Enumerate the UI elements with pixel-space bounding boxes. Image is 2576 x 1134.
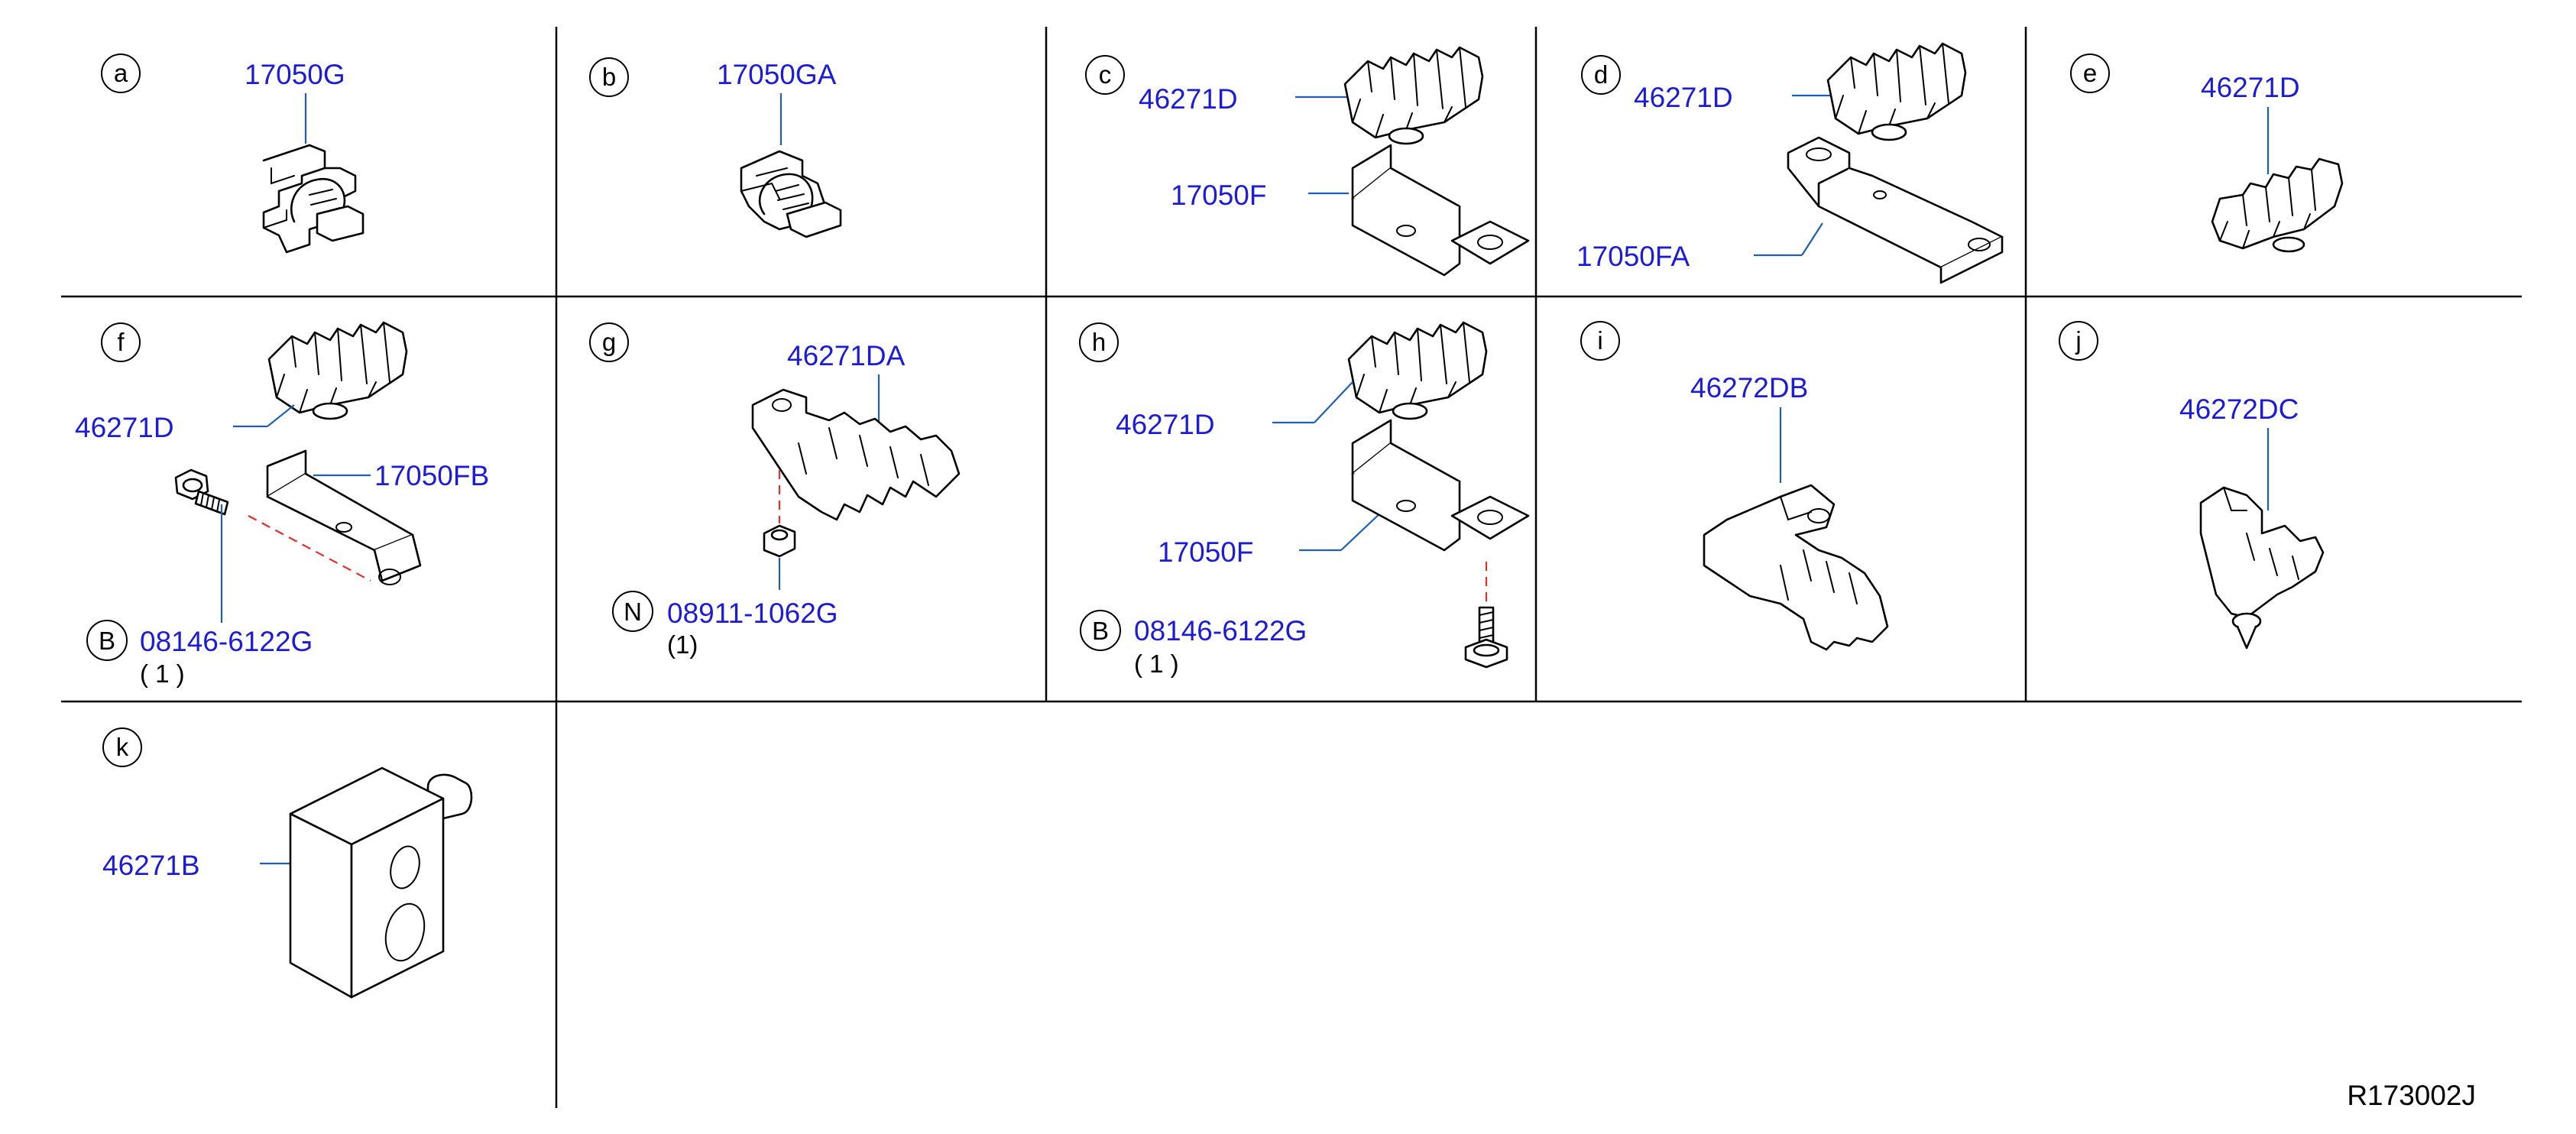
cell-g: g 46271DA N 08911-1062G (1) — [589, 322, 961, 659]
cell-letter-e: e — [2070, 53, 2110, 93]
part-number-17050F-h[interactable]: 17050F — [1158, 536, 1254, 568]
cell-letter-j: j — [2059, 321, 2098, 361]
part-number-46272DC[interactable]: 46272DC — [2179, 394, 2299, 425]
letter-g-text: g — [602, 328, 616, 356]
hose-clamp-46271D-h-icon — [1347, 321, 1488, 420]
letter-h-text: h — [1092, 328, 1106, 356]
part-number-46271D-d[interactable]: 46271D — [1634, 82, 1733, 113]
diagram-reference-code: R173002J — [2347, 1080, 2476, 1111]
part-number-46271D-e[interactable]: 46271D — [2201, 72, 2300, 103]
bracket-17050FA-icon — [1787, 136, 2004, 284]
cell-k: k 46271B — [102, 727, 473, 999]
cell-b: b 17050GA — [589, 57, 842, 238]
cell-letter-f: f — [101, 322, 141, 362]
part-number-08911-1062G[interactable]: 08911-1062G — [667, 598, 838, 629]
clip-17050G-icon — [262, 144, 365, 254]
hose-clamp-46271D-d-icon — [1826, 42, 1967, 141]
part-number-46271DA[interactable]: 46271DA — [787, 340, 906, 371]
nut-08911-1062G-icon — [763, 524, 796, 558]
letter-i-text: i — [1597, 326, 1602, 355]
fastener-symbol-B-f: B — [86, 620, 128, 661]
quantity-f: ( 1 ) — [140, 659, 185, 688]
fastener-symbol-N-g: N — [612, 591, 653, 632]
symbol-N-g-text: N — [624, 598, 642, 626]
letter-d-text: d — [1594, 60, 1608, 89]
cell-d: d 46271D 17050FA — [1576, 42, 2004, 284]
part-number-17050GA[interactable]: 17050GA — [717, 59, 837, 90]
bracket-17050FB-icon — [266, 449, 422, 585]
hose-clamp-46271D-e-icon — [2211, 157, 2344, 253]
clip-17050GA-icon — [740, 150, 842, 238]
hose-clamp-46271DA-icon — [751, 388, 961, 521]
bracket-17050F-h-icon — [1351, 419, 1530, 552]
cell-a: a 17050G — [101, 53, 365, 254]
cell-f: f 46271D 17050FB B — [75, 321, 489, 688]
clamp-46272DC-icon — [2199, 486, 2325, 650]
letter-k-text: k — [116, 733, 129, 761]
quantity-h: ( 1 ) — [1134, 650, 1179, 678]
cell-letter-k: k — [102, 727, 142, 767]
cell-letter-i: i — [1580, 321, 1620, 361]
letter-f-text: f — [117, 328, 125, 356]
cell-letter-a: a — [101, 53, 141, 93]
cell-letter-d: d — [1581, 55, 1621, 95]
cell-e: e 46271D — [2070, 53, 2344, 253]
cell-c: c 46271D 17050F — [1085, 46, 1530, 277]
hose-clamp-46271D-icon — [1343, 46, 1484, 145]
part-number-17050F-c[interactable]: 17050F — [1171, 180, 1267, 211]
symbol-B-f-text: B — [99, 627, 115, 655]
part-number-17050G[interactable]: 17050G — [245, 59, 345, 90]
part-number-46272DB[interactable]: 46272DB — [1690, 372, 1808, 403]
cell-h: h 46271D 17050F — [1079, 321, 1530, 678]
part-number-46271D-h[interactable]: 46271D — [1116, 409, 1215, 440]
bracket-17050F-icon — [1351, 144, 1530, 277]
bolt-08146-6122G-h-icon — [1464, 606, 1508, 669]
part-number-17050FB[interactable]: 17050FB — [374, 460, 489, 491]
symbol-B-h-text: B — [1092, 617, 1109, 645]
cell-letter-h: h — [1079, 322, 1119, 362]
letter-a-text: a — [114, 59, 128, 87]
part-number-08146-6122G-h[interactable]: 08146-6122G — [1134, 615, 1307, 646]
cell-letter-g: g — [589, 322, 629, 362]
cell-j: j 46272DC — [2059, 321, 2325, 650]
letter-b-text: b — [602, 63, 616, 91]
part-number-46271B[interactable]: 46271B — [102, 850, 200, 881]
part-number-46271D-c[interactable]: 46271D — [1139, 83, 1238, 115]
letter-j-text: j — [2075, 326, 2081, 355]
cell-i: i 46272DB — [1580, 321, 1889, 651]
quantity-g: (1) — [667, 630, 698, 659]
hose-clamp-46271D-f-icon — [267, 321, 408, 420]
cell-letter-b: b — [589, 57, 629, 97]
part-number-08146-6122G-f[interactable]: 08146-6122G — [140, 626, 313, 657]
part-number-46271D-f[interactable]: 46271D — [75, 412, 174, 443]
grid — [61, 27, 2522, 1108]
letter-e-text: e — [2083, 59, 2097, 87]
block-clamp-46271B-icon — [289, 766, 473, 999]
letter-c-text: c — [1099, 60, 1112, 89]
part-number-17050FA[interactable]: 17050FA — [1576, 241, 1690, 272]
bolt-08146-6122G-f-icon — [174, 468, 229, 516]
cell-letter-c: c — [1085, 55, 1125, 95]
fastener-symbol-B-h: B — [1080, 610, 1121, 651]
clamp-46272DB-icon — [1703, 484, 1889, 651]
